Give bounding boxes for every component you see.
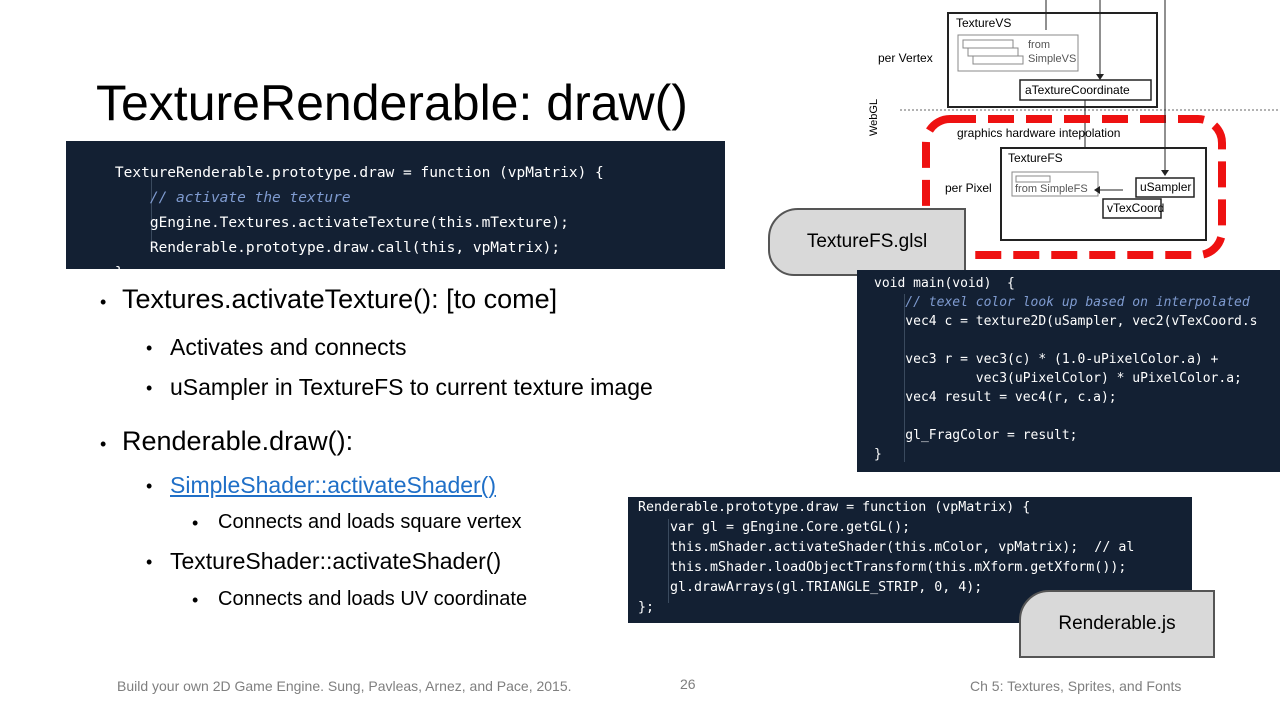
from-simple-fs-label: from SimpleFS [1015, 183, 1088, 195]
indent-guide [904, 294, 905, 462]
webgl-shader-diagram: TextureVS from SimpleVS aTextureCoordina… [868, 0, 1280, 259]
webgl-label: WebGL [868, 99, 880, 136]
renderable-js-callout: Renderable.js [1019, 590, 1215, 658]
simple-vs-label: SimpleVS [1028, 53, 1076, 65]
bullet-texture-shader-activate: TextureShader::activateShader() [170, 548, 502, 574]
code-line: this.mShader.loadObjectTransform(this.mX… [638, 560, 1127, 575]
from-simple-fs-box [1011, 171, 1099, 197]
bullet-activate-texture: Textures.activateTexture(): [to come] [122, 284, 558, 314]
indent-guide [151, 169, 152, 241]
u-sampler-label: uSampler [1140, 180, 1191, 194]
footer-citation: Build your own 2D Game Engine. Sung, Pav… [117, 678, 572, 694]
bullet-dot: • [146, 552, 153, 572]
simple-shader-activate-link[interactable]: SimpleShader::activateShader() [170, 472, 496, 498]
u-sampler-box [1135, 177, 1195, 198]
code-block-texture-renderable-draw: TextureRenderable.prototype.draw = funct… [66, 141, 725, 269]
code-block-texture-fs: void main(void) { // texel color look up… [857, 270, 1280, 472]
texture-fs-glsl-callout: TextureFS.glsl [768, 208, 966, 276]
slide-title: TextureRenderable: draw() [96, 75, 688, 131]
code-line: }; [80, 243, 132, 269]
v-tex-coord-label: vTexCoord [1107, 201, 1164, 215]
code-line: vec4 c = texture2D(uSampler, vec2(vTexCo… [874, 314, 1258, 329]
code-line: gl_FragColor = result; [874, 428, 1078, 443]
arrow-head [1161, 170, 1169, 176]
bullet-dot: • [192, 513, 199, 533]
bullet-uv-coordinate: Connects and loads UV coordinate [218, 588, 528, 610]
bullet-renderable-draw: Renderable.draw(): [122, 426, 354, 456]
stack-rect [972, 55, 1024, 65]
footer-chapter: Ch 5: Textures, Sprites, and Fonts [970, 678, 1182, 694]
code-line: vec3 r = vec3(c) * (1.0-uPixelColor.a) + [874, 352, 1219, 367]
indent-guide [668, 519, 669, 603]
code-line: } [874, 447, 882, 462]
texture-fs-glsl-label: TextureFS.glsl [806, 231, 928, 252]
renderable-js-label: Renderable.js [1058, 613, 1176, 634]
code-line: this.mShader.activateShader(this.mColor,… [638, 540, 1135, 555]
code-line: Renderable.prototype.draw.call(this, vpM… [114, 240, 561, 256]
bullet-square-vertex: Connects and loads square vertex [218, 511, 522, 533]
code-line: void main(void) { [874, 276, 1015, 291]
bullet-dot: • [100, 434, 107, 454]
texture-vs-label: TextureVS [956, 16, 1011, 30]
bullet-activates-connects: Activates and connects [170, 334, 407, 360]
bullet-dot: • [146, 378, 153, 398]
stack-rect [1015, 175, 1051, 183]
from-label: from [1028, 39, 1050, 51]
bullet-dot: • [100, 292, 107, 312]
code-line: }; [638, 600, 655, 615]
interpolation-label: graphics hardware intepolation [957, 126, 1120, 140]
code-line: // texel color look up based on interpol… [874, 295, 1250, 310]
bullet-dot: • [192, 590, 199, 610]
bullet-usampler: uSampler in TextureFS to current texture… [170, 374, 653, 400]
v-tex-coord-box [1102, 198, 1162, 219]
code-line: vec3(uPixelColor) * uPixelColor.a; [874, 371, 1242, 386]
page-number: 26 [680, 676, 696, 692]
arrow-head [1096, 74, 1104, 80]
bullet-dot: • [146, 476, 153, 496]
code-line: gEngine.Textures.activateTexture(this.mT… [114, 215, 569, 231]
bullet-dot: • [146, 338, 153, 358]
highlight-dashed-frame [922, 115, 1226, 259]
code-line: TextureRenderable.prototype.draw = funct… [114, 165, 604, 181]
texture-fs-label: TextureFS [1008, 151, 1063, 165]
code-line: // activate the texture [114, 190, 351, 206]
code-line: vec4 result = vec4(r, c.a); [874, 390, 1117, 405]
per-pixel-label: per Pixel [945, 181, 992, 195]
arrow-head [1094, 186, 1100, 194]
from-simple-vs-box [957, 34, 1079, 72]
code-line: var gl = gEngine.Core.getGL(); [638, 520, 911, 535]
a-texture-coordinate-label: aTextureCoordinate [1025, 83, 1130, 97]
code-line: gl.drawArrays(gl.TRIANGLE_STRIP, 0, 4); [638, 580, 983, 595]
code-line: Renderable.prototype.draw = function (vp… [638, 500, 1031, 515]
per-vertex-label: per Vertex [878, 51, 933, 65]
